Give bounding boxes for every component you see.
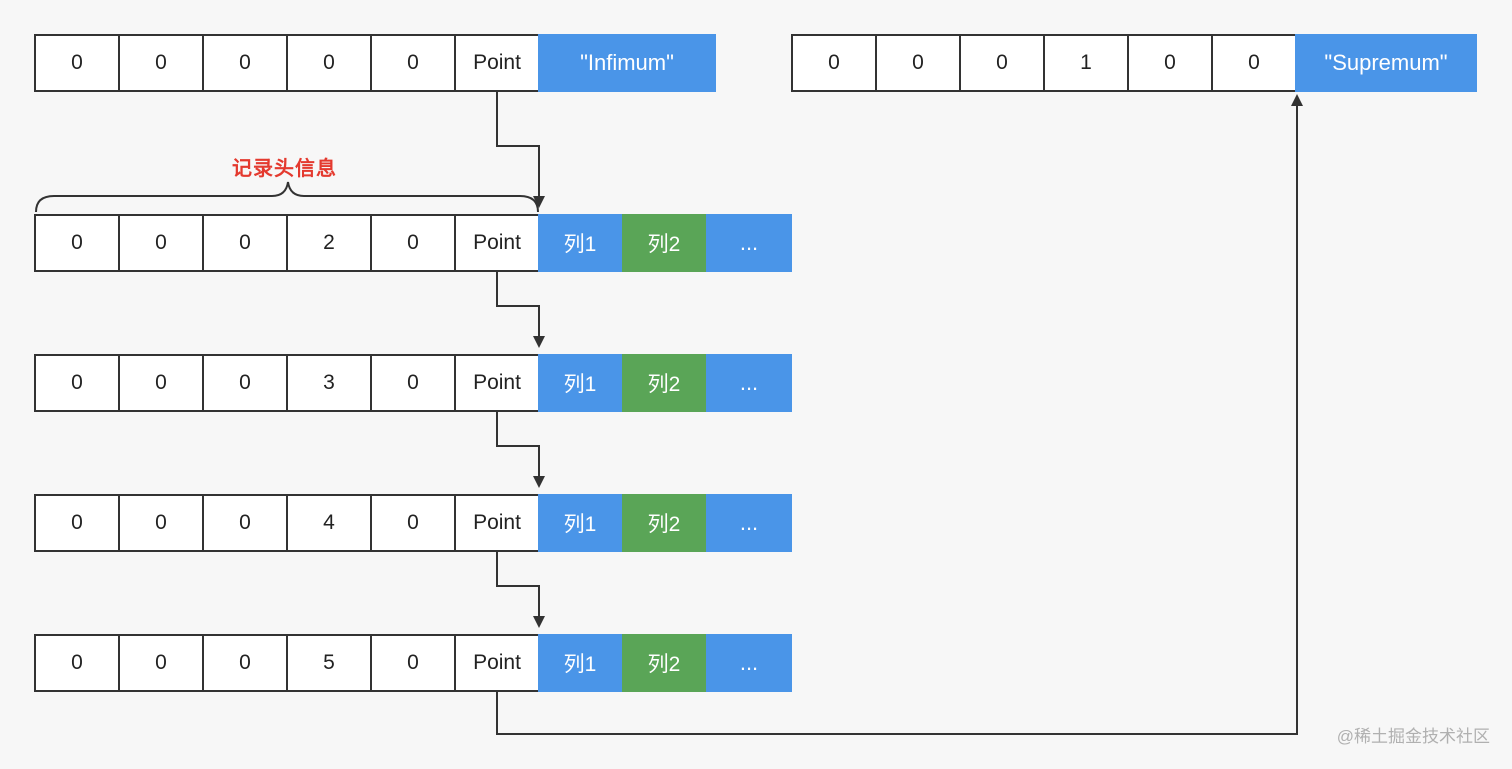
record-header-field: 0: [118, 634, 202, 692]
supremum-header-field-6: 0: [1211, 34, 1295, 92]
record-header-field: 5: [286, 634, 370, 692]
pointer-arrow-record: [496, 272, 545, 348]
record-header-field: 0: [202, 214, 286, 272]
record-row: 0 0 0 4 0 Point 列1 列2 ...: [34, 494, 792, 552]
record-column-1: 列1: [538, 214, 622, 272]
infimum-record: 0 0 0 0 0 Point "Infimum": [34, 34, 716, 92]
record-column-1: 列1: [538, 494, 622, 552]
record-row: 0 0 0 3 0 Point 列1 列2 ...: [34, 354, 792, 412]
record-header-field: 2: [286, 214, 370, 272]
record-header-field: 0: [202, 494, 286, 552]
infimum-header-field-3: 0: [202, 34, 286, 92]
record-header-field: 0: [34, 634, 118, 692]
record-header-brace: [35, 181, 539, 213]
record-column-2: 列2: [622, 354, 706, 412]
record-header-field: 0: [370, 494, 454, 552]
record-pointer-field: Point: [454, 494, 538, 552]
supremum-header-field-3: 0: [959, 34, 1043, 92]
infimum-header-field-2: 0: [118, 34, 202, 92]
watermark: @稀土掘金技术社区: [1336, 727, 1490, 746]
supremum-header-field-1: 0: [791, 34, 875, 92]
record-header-field: 0: [118, 494, 202, 552]
record-header-field: 0: [34, 494, 118, 552]
record-header-field: 0: [34, 354, 118, 412]
record-pointer-field: Point: [454, 634, 538, 692]
record-column-2: 列2: [622, 634, 706, 692]
pointer-arrow-record: [496, 552, 545, 628]
record-header-field: 0: [34, 214, 118, 272]
record-pointer-field: Point: [454, 354, 538, 412]
record-header-field: 0: [370, 634, 454, 692]
infimum-label: "Infimum": [538, 34, 716, 92]
record-column-1: 列1: [538, 354, 622, 412]
infimum-header-field-4: 0: [286, 34, 370, 92]
record-header-label: 记录头信息: [232, 158, 337, 180]
record-column-2: 列2: [622, 494, 706, 552]
record-header-field: 0: [370, 214, 454, 272]
record-more-columns: ...: [706, 494, 792, 552]
infimum-header-field-1: 0: [34, 34, 118, 92]
record-row: 0 0 0 2 0 Point 列1 列2 ...: [34, 214, 792, 272]
supremum-record: 0 0 0 1 0 0 "Supremum": [791, 34, 1477, 92]
infimum-header-field-5: 0: [370, 34, 454, 92]
record-more-columns: ...: [706, 634, 792, 692]
record-header-field: 4: [286, 494, 370, 552]
record-more-columns: ...: [706, 214, 792, 272]
supremum-header-field-4: 1: [1043, 34, 1127, 92]
pointer-arrow-record: [496, 412, 545, 488]
record-header-field: 3: [286, 354, 370, 412]
supremum-header-field-2: 0: [875, 34, 959, 92]
infimum-pointer-field: Point: [454, 34, 538, 92]
supremum-label: "Supremum": [1295, 34, 1477, 92]
record-pointer-field: Point: [454, 214, 538, 272]
record-column-2: 列2: [622, 214, 706, 272]
record-column-1: 列1: [538, 634, 622, 692]
record-header-field: 0: [202, 634, 286, 692]
supremum-header-field-5: 0: [1127, 34, 1211, 92]
pointer-arrow-infimum: [496, 92, 545, 208]
record-header-field: 0: [118, 354, 202, 412]
record-header-field: 0: [202, 354, 286, 412]
record-header-field: 0: [118, 214, 202, 272]
record-header-field: 0: [370, 354, 454, 412]
record-more-columns: ...: [706, 354, 792, 412]
record-row: 0 0 0 5 0 Point 列1 列2 ...: [34, 634, 792, 692]
